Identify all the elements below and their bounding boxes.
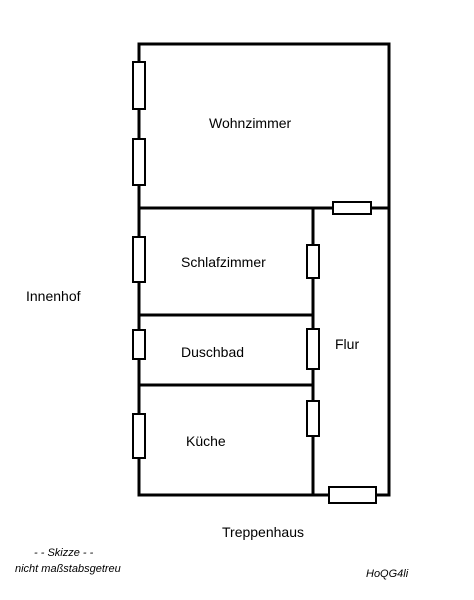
note-code: HoQG4li (366, 568, 409, 580)
label-courtyard: Innenhof (26, 288, 81, 304)
label-staircase: Treppenhaus (222, 524, 304, 540)
note-sketch: - - Skizze - - (34, 547, 94, 559)
window-living-room-2 (132, 138, 146, 186)
label-bedroom: Schlafzimmer (181, 254, 266, 270)
door-living-room (332, 201, 372, 215)
label-living-room: Wohnzimmer (209, 115, 292, 131)
window-kitchen (132, 413, 146, 459)
label-shower-bath: Duschbad (181, 344, 245, 360)
window-bedroom (132, 236, 146, 283)
label-hallway: Flur (335, 336, 360, 352)
window-shower-bath (132, 329, 146, 360)
door-shower-bath (306, 328, 320, 370)
window-living-room-1 (132, 61, 146, 110)
door-entrance (328, 486, 377, 504)
label-kitchen: Küche (186, 433, 226, 449)
door-kitchen (306, 400, 320, 437)
door-bedroom (306, 244, 320, 279)
note-not-to-scale: nicht maßstabsgetreu (15, 563, 121, 575)
